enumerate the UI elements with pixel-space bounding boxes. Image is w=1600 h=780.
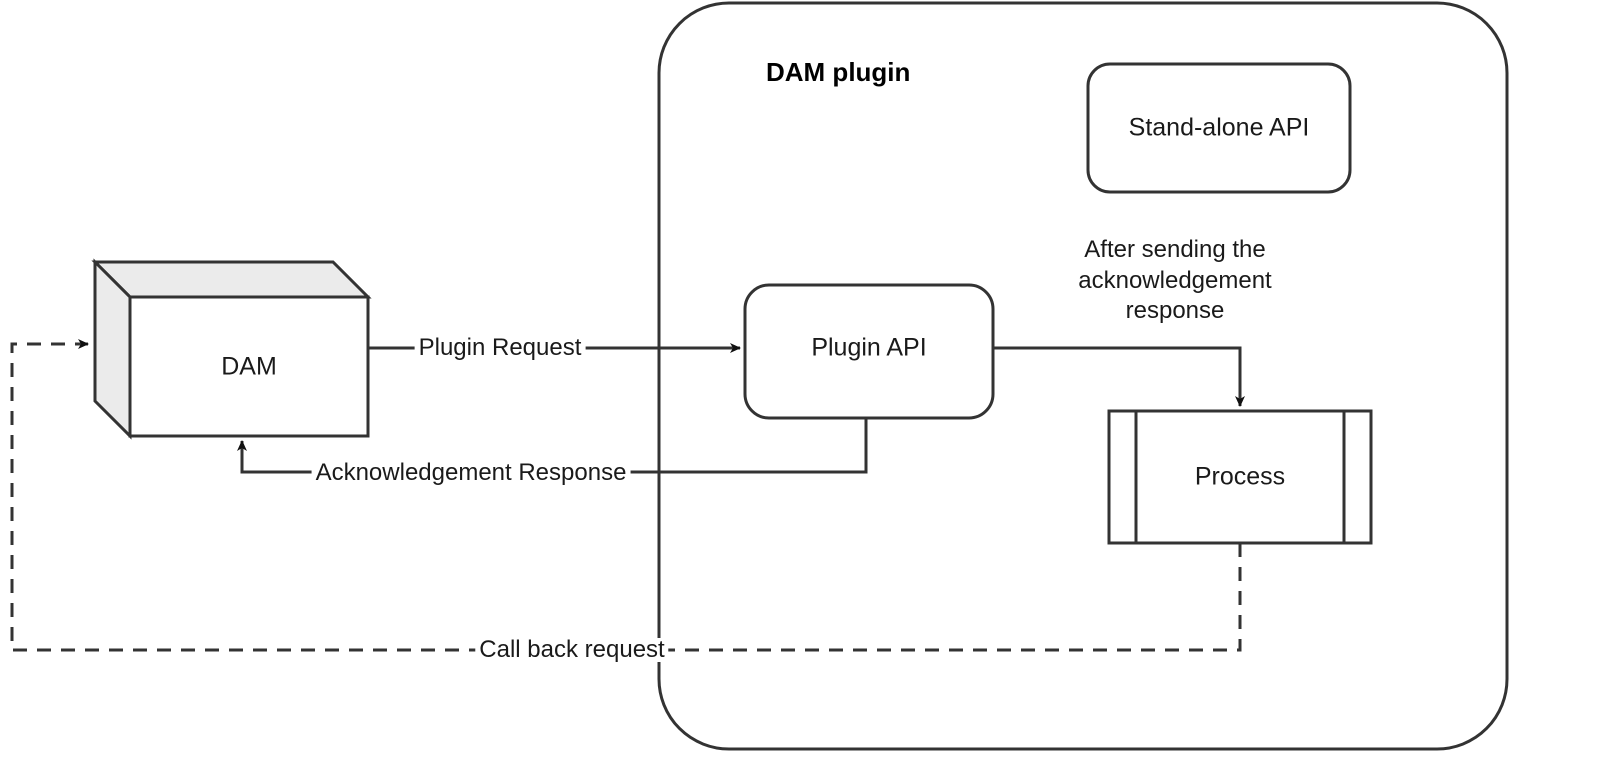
- dam-plugin-container-title: DAM plugin: [766, 57, 911, 87]
- edge-label-call-back-request: Call back request: [475, 638, 669, 662]
- edge-label-plugin-request: Plugin Request: [414, 336, 586, 360]
- process-node[interactable]: [1107, 409, 1373, 545]
- dam-cube-front-face: [128, 295, 370, 438]
- after-ack-line-3: response: [1125, 297, 1225, 325]
- process-outer-rect: [1107, 409, 1373, 545]
- plugin-api-node-label: Plugin API: [811, 333, 927, 362]
- after-ack-line-2: acknowledgement: [1078, 266, 1272, 294]
- after-ack-line-1: After sending the: [1084, 235, 1266, 263]
- plugin-api-node[interactable]: [743, 283, 995, 420]
- edge-label-acknowledgement-response: Acknowledgement Response: [311, 461, 631, 485]
- process-node-label: Process: [1194, 462, 1286, 491]
- edge-after-acknowledgement: [993, 346, 1245, 407]
- dam-plugin-container: [657, 1, 1509, 751]
- dam-node[interactable]: [91, 258, 372, 440]
- standalone-api-node[interactable]: [1086, 62, 1352, 194]
- standalone-api-node-label: Stand-alone API: [1128, 113, 1310, 142]
- edge-call-back-request: [10, 339, 1242, 652]
- dam-cube-top-face: [91, 260, 372, 299]
- dam-node-label: DAM: [221, 352, 277, 381]
- edge-label-after-acknowledgement: After sending the acknowledgement respon…: [1025, 235, 1325, 327]
